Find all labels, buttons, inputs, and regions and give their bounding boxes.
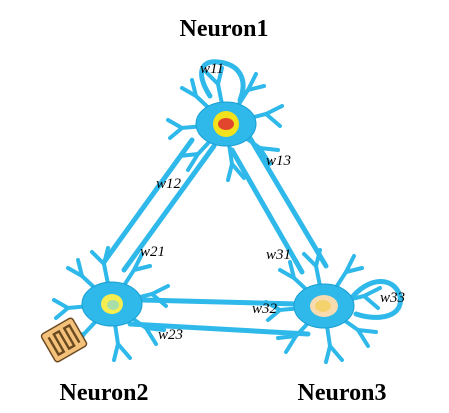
connection-w13 bbox=[247, 135, 329, 269]
weight-label-w31: w31 bbox=[266, 247, 291, 263]
weight-label-w11: w11 bbox=[200, 61, 224, 77]
neuron-3-nucleus bbox=[315, 300, 331, 312]
neuron-2-nucleus bbox=[107, 300, 119, 310]
neuron-1-title: Neuron1 bbox=[180, 16, 269, 42]
weight-label-w12: w12 bbox=[156, 176, 182, 192]
neuron-3-title: Neuron3 bbox=[298, 380, 387, 406]
connection-w12 bbox=[101, 137, 195, 265]
neuron-1-cell bbox=[166, 66, 284, 182]
connection-w21 bbox=[121, 143, 217, 273]
chip-icon bbox=[40, 317, 88, 363]
neuron-3-cell bbox=[264, 248, 382, 364]
connection-w23 bbox=[127, 321, 311, 337]
weight-label-w13: w13 bbox=[266, 153, 291, 169]
neuron-2-cell bbox=[52, 246, 170, 362]
connection-w33 bbox=[347, 279, 403, 320]
weight-label-w32: w32 bbox=[252, 301, 278, 317]
weight-label-w21: w21 bbox=[140, 244, 165, 260]
neuron-1-nucleus bbox=[218, 118, 234, 130]
connection-w31 bbox=[229, 147, 305, 275]
connection-w11 bbox=[199, 59, 246, 103]
neuron-2-title: Neuron2 bbox=[60, 380, 149, 406]
weight-label-w33: w33 bbox=[380, 290, 405, 306]
weight-label-w23: w23 bbox=[158, 327, 183, 343]
